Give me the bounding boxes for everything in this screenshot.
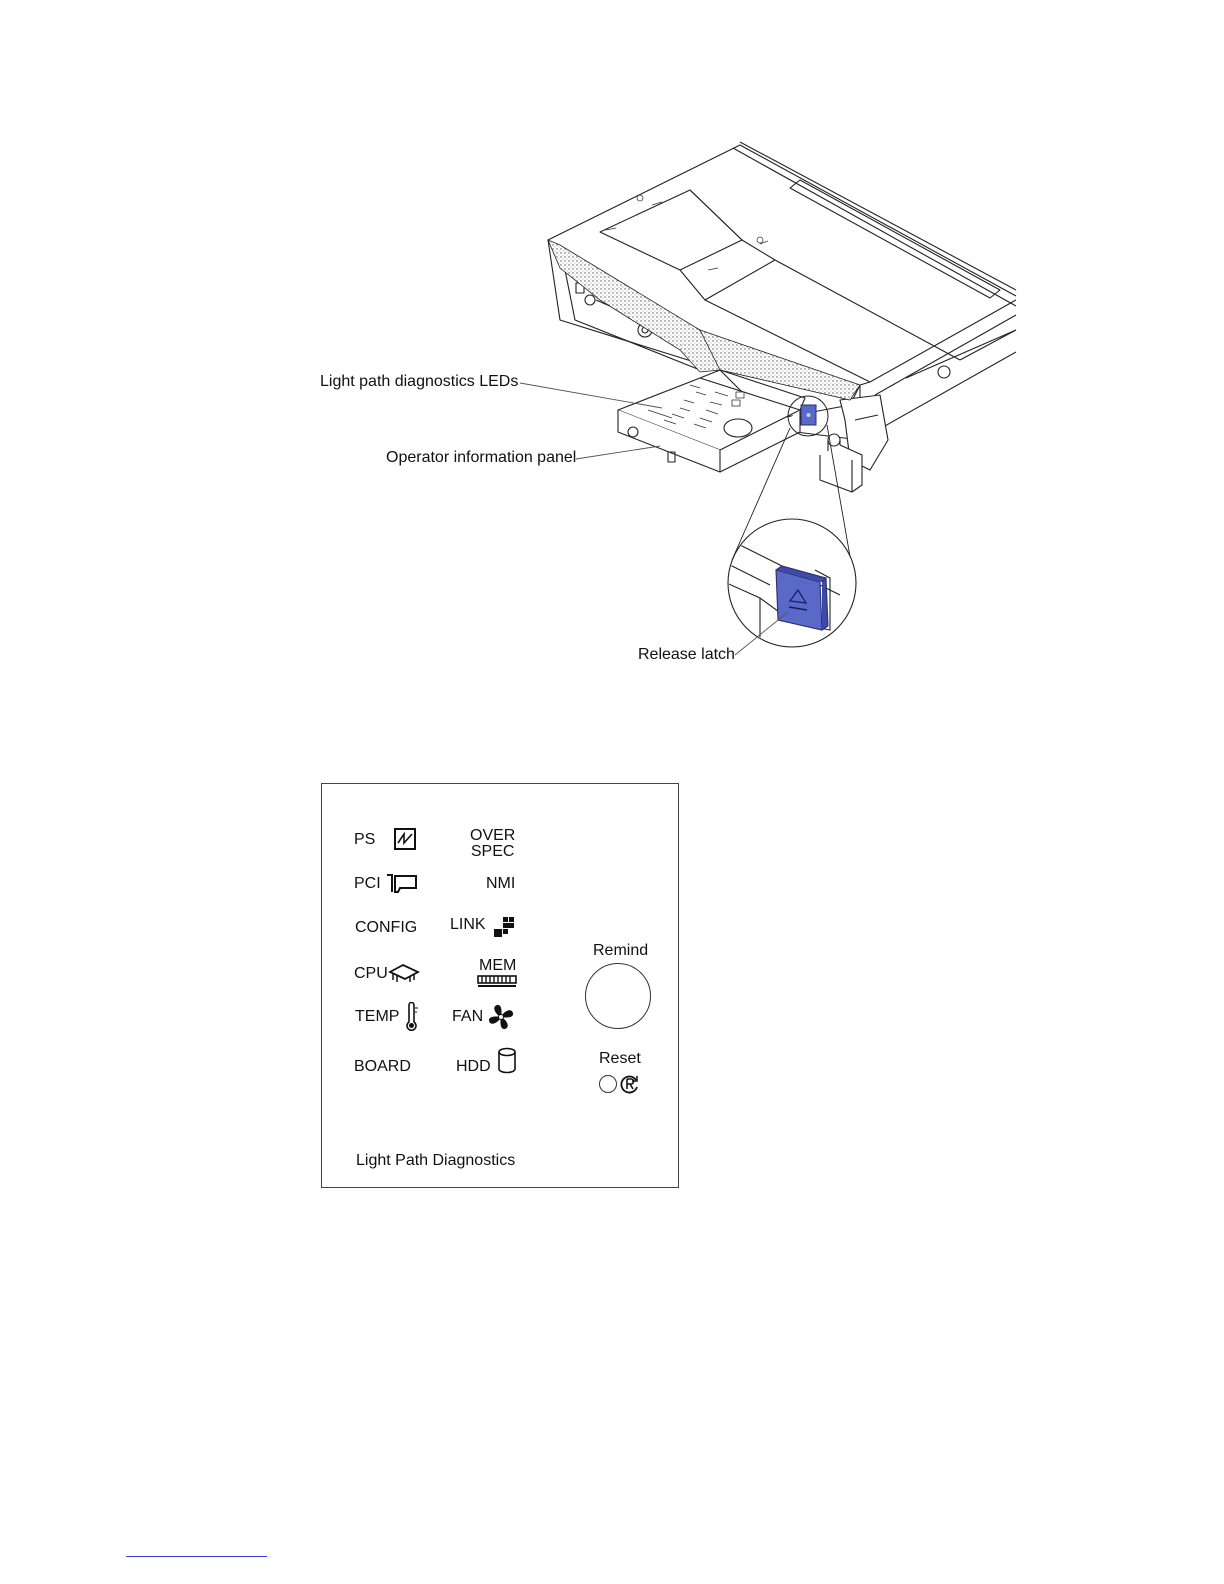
callout-release-latch: Release latch — [638, 646, 735, 664]
led-board: BOARD — [354, 1059, 411, 1075]
led-nmi: NMI — [486, 876, 515, 892]
pci-card-icon — [386, 872, 418, 894]
footer-link-underline[interactable] — [126, 1556, 267, 1557]
fan-icon — [486, 1003, 516, 1031]
led-link: LINK — [450, 917, 486, 933]
led-fan: FAN — [452, 1009, 483, 1025]
power-supply-icon — [394, 828, 416, 850]
reset-button[interactable] — [599, 1075, 617, 1093]
light-path-diagnostics-panel: PS PCI CONFIG CPU TEMP BOARD OVER SPEC N… — [321, 783, 679, 1188]
over-spec-line1: OVER — [470, 828, 515, 844]
cpu-icon — [388, 962, 420, 984]
led-config: CONFIG — [355, 920, 417, 936]
led-mem: MEM — [479, 958, 516, 974]
link-icon — [492, 915, 516, 939]
led-pci: PCI — [354, 876, 381, 892]
thermometer-icon — [405, 1002, 419, 1032]
callout-light-path-leds: Light path diagnostics LEDs — [320, 373, 518, 391]
over-spec-line2: SPEC — [470, 844, 515, 860]
remind-button[interactable] — [585, 963, 651, 1029]
hard-drive-icon — [497, 1047, 517, 1075]
remind-label: Remind — [593, 942, 648, 960]
memory-icon — [477, 975, 517, 989]
reset-label: Reset — [599, 1050, 641, 1068]
callout-operator-panel: Operator information panel — [386, 449, 576, 467]
led-ps: PS — [354, 832, 375, 848]
led-temp: TEMP — [355, 1009, 399, 1025]
led-over-spec: OVER SPEC — [470, 828, 515, 860]
led-cpu: CPU — [354, 966, 388, 982]
reset-symbol-icon — [620, 1074, 640, 1094]
panel-title: Light Path Diagnostics — [356, 1152, 515, 1170]
led-hdd: HDD — [456, 1059, 491, 1075]
server-illustration — [0, 0, 1224, 720]
